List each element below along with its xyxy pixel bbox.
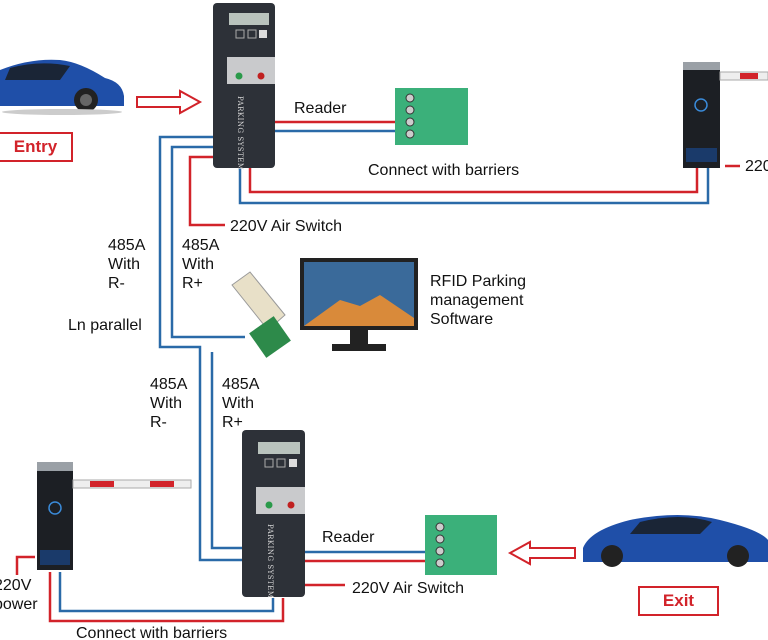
entry-arrow: [136, 89, 203, 115]
label-line: With: [108, 256, 140, 273]
exit-kiosk: [242, 430, 305, 597]
kiosk-text-entry: PARKING SYSTEM: [236, 96, 244, 171]
label-line: With: [150, 395, 182, 412]
label-line: 485A: [182, 237, 220, 254]
label-line: power: [0, 596, 38, 613]
air-switch-label-top: 220V Air Switch: [230, 218, 343, 235]
air-switch-wire-top: [188, 155, 225, 227]
label-line: With: [182, 256, 214, 273]
label-line: RFID Parking: [430, 273, 527, 290]
connect-barriers-label-bottom: Connect with barriers: [76, 625, 228, 640]
wires: [15, 120, 740, 623]
barrier-gate-bottom: [37, 462, 192, 570]
rs485-r-plus-wire: [170, 145, 245, 339]
barrier-wire-top-blue: [238, 168, 710, 205]
label-line: 485A: [222, 376, 260, 393]
rs485-bottom-wire: [210, 352, 242, 550]
label-line: With: [222, 395, 254, 412]
label-line: management: [430, 292, 524, 309]
pc-monitor: [300, 258, 418, 351]
air-switch-label-bottom: 220V Air Switch: [352, 580, 465, 597]
reader-label-top: Reader: [294, 100, 347, 117]
label-line: R+: [182, 275, 203, 292]
entry-label: Entry: [0, 132, 73, 162]
reader-label-bottom: Reader: [322, 529, 375, 546]
reader-terminal-bottom: [425, 515, 497, 575]
label-line: 220V: [0, 577, 32, 594]
label-line: R-: [108, 275, 125, 292]
barrier-wire-bottom-red: [48, 572, 285, 623]
label-line: Software: [430, 311, 494, 328]
entry-car: [0, 59, 124, 115]
label-line: R-: [150, 414, 167, 431]
connect-barriers-label-top: Connect with barriers: [368, 162, 520, 179]
ln-parallel-label: Ln parallel: [68, 317, 142, 334]
reader-terminal-top: [395, 88, 468, 145]
label-line: R+: [222, 414, 243, 431]
power-label-right: 220: [745, 158, 768, 175]
barrier-wire-top-red: [248, 168, 699, 194]
barrier-gate-top: [683, 62, 768, 168]
entry-kiosk: [213, 3, 275, 168]
label-line: 485A: [108, 237, 146, 254]
power-label-left: 220V power: [0, 576, 38, 614]
rs485-r-minus-wire: [158, 135, 242, 562]
rs485-converter: [231, 271, 291, 358]
label-line: 485A: [150, 376, 188, 393]
kiosk-text-exit: PARKING SYSTEM: [266, 524, 274, 599]
exit-arrow: [507, 540, 576, 566]
power-wire-left: [15, 555, 35, 575]
exit-car: [583, 515, 768, 567]
exit-label: Exit: [638, 586, 719, 616]
barrier-wire-bottom-blue: [58, 572, 275, 613]
